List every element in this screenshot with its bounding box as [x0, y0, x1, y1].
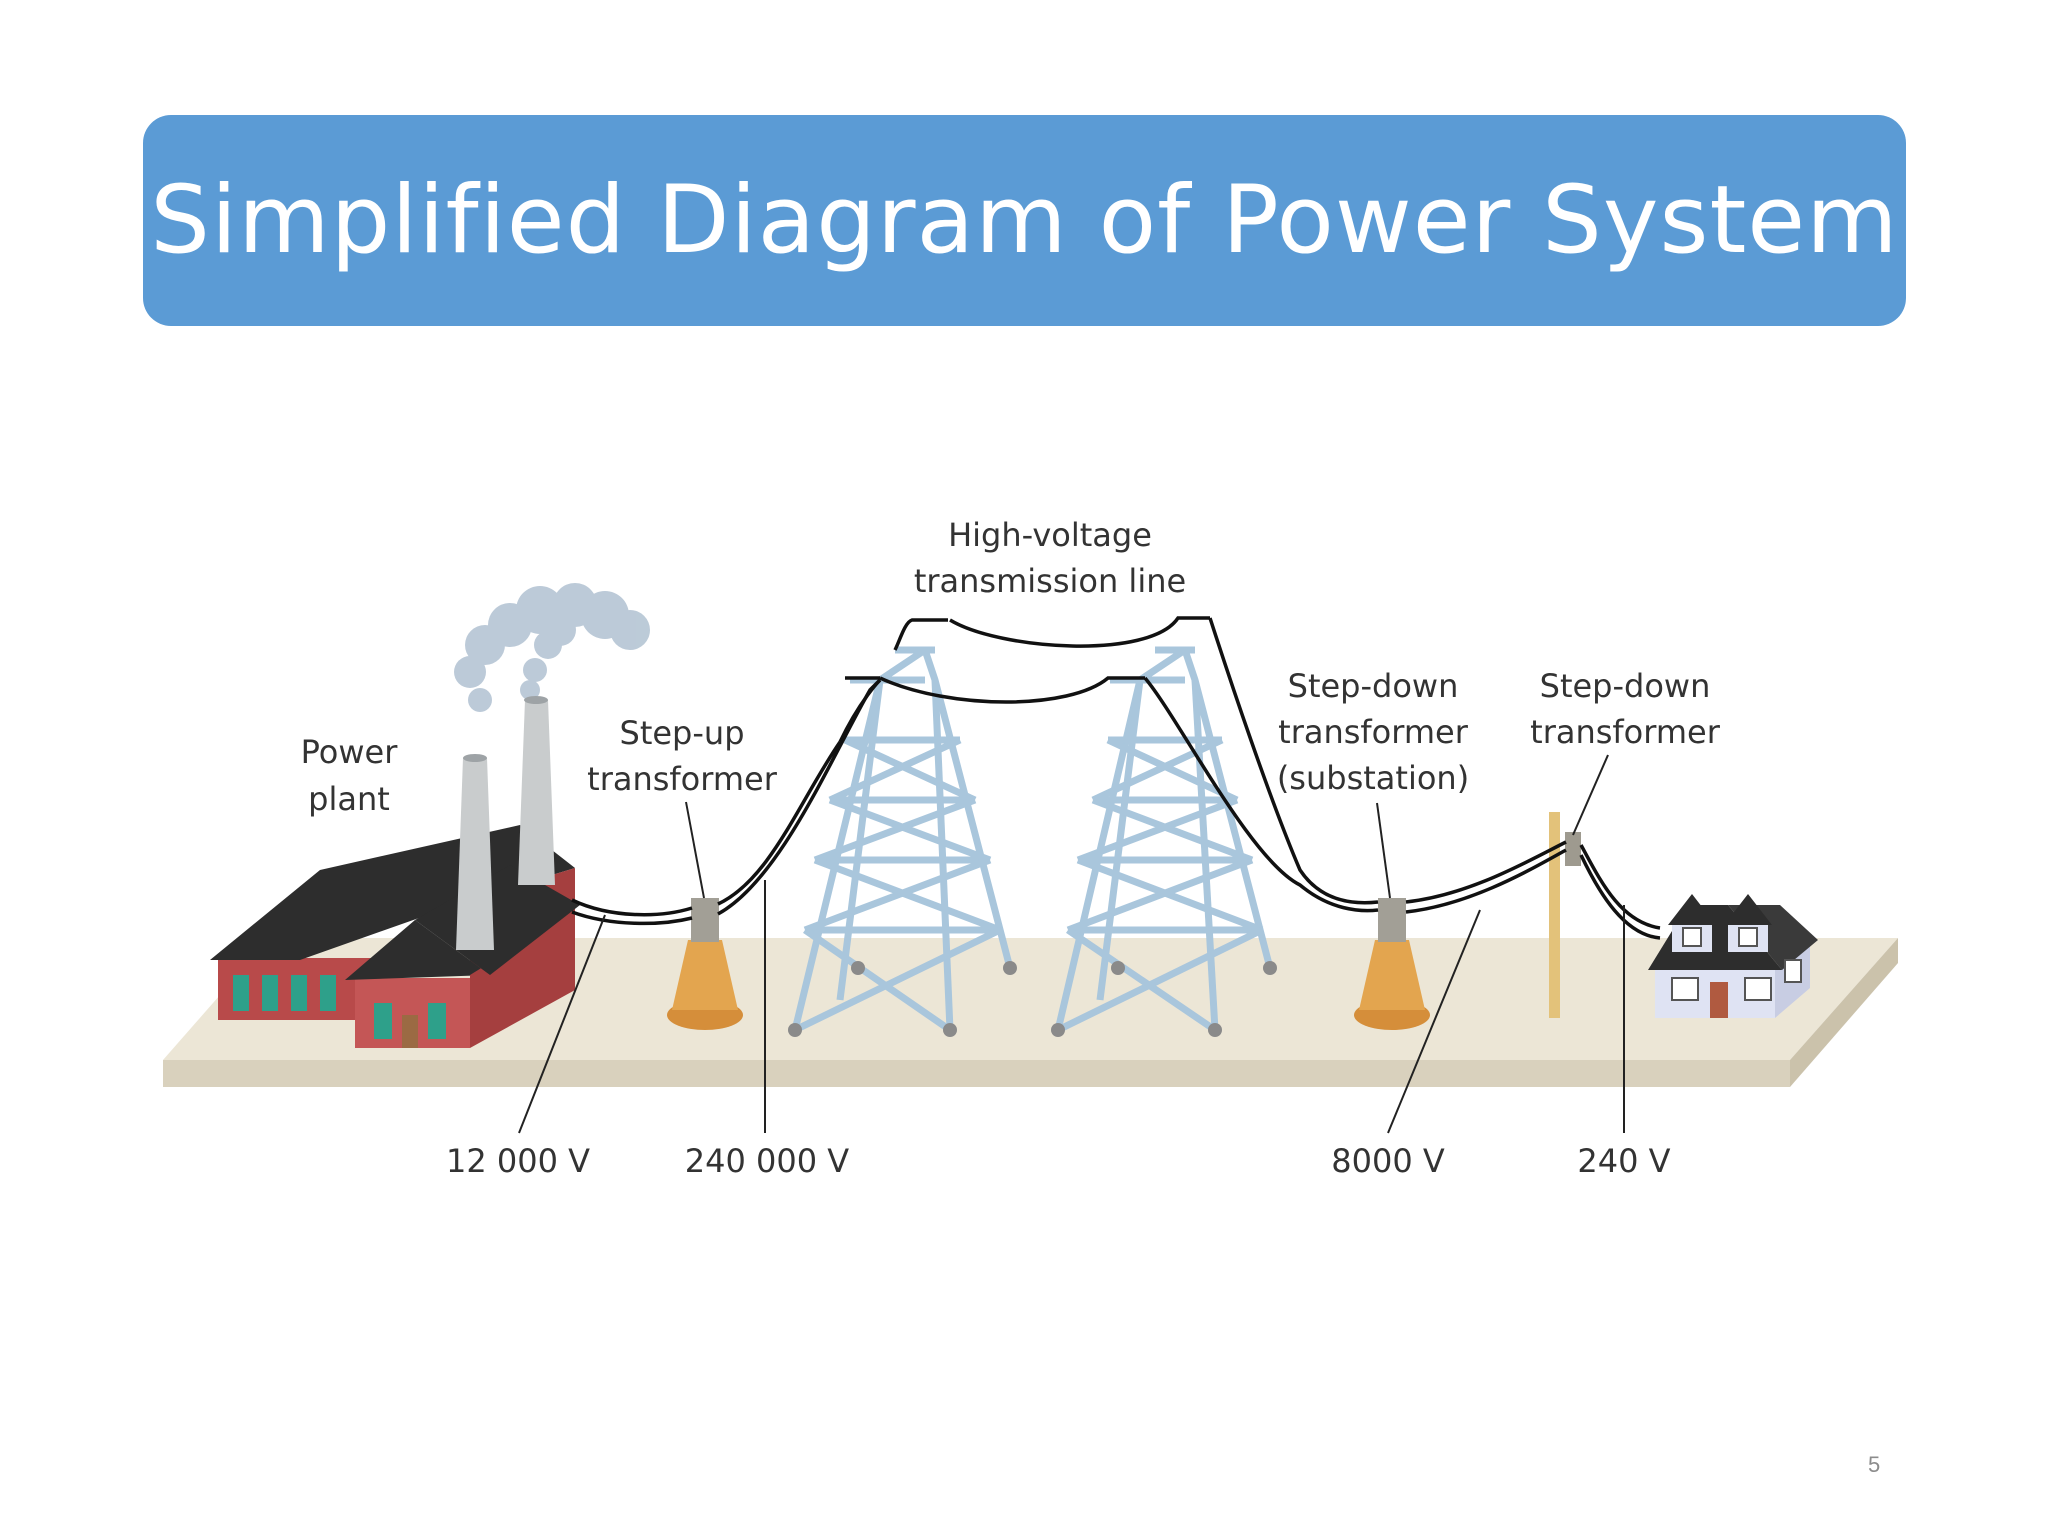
- label-transmission-2: transmission line: [914, 562, 1186, 600]
- voltage-transmission: 240 000 V: [685, 1142, 850, 1180]
- leader-lines: [518, 754, 1625, 1134]
- voltage-plant-output: 12 000 V: [446, 1142, 590, 1180]
- step-up-transformer: [667, 898, 743, 1030]
- house: [1648, 894, 1818, 1018]
- label-power-plant-2: plant: [308, 780, 390, 818]
- smokestack-1: [456, 754, 494, 950]
- title-banner: Simplified Diagram of Power System: [143, 115, 1906, 326]
- voltage-labels: 12 000 V 240 000 V 8000 V 240 V: [446, 1142, 1671, 1180]
- smoke-cloud: [454, 583, 650, 712]
- label-step-down-1: Step-down: [1540, 667, 1711, 705]
- label-substation-1: Step-down: [1288, 667, 1459, 705]
- label-step-up-1: Step-up: [620, 714, 745, 752]
- label-step-up-2: transformer: [587, 760, 778, 798]
- label-step-down-2: transformer: [1530, 713, 1721, 751]
- tower-footings: [788, 961, 1277, 1037]
- smokestack-2: [518, 696, 555, 885]
- transmission-tower-left: [791, 646, 1014, 1034]
- label-power-plant-1: Power: [301, 733, 399, 771]
- ground-platform: [163, 938, 1898, 1087]
- label-substation-3: (substation): [1277, 759, 1469, 797]
- label-transmission-1: High-voltage: [948, 516, 1152, 554]
- substation-transformer: [1354, 898, 1430, 1030]
- power-lines: [571, 616, 1661, 940]
- component-labels: Power plant Step-up transformer High-vol…: [301, 516, 1721, 818]
- voltage-substation-output: 8000 V: [1331, 1142, 1445, 1180]
- voltage-household: 240 V: [1577, 1142, 1670, 1180]
- utility-pole: [1549, 812, 1581, 1018]
- transmission-tower-right: [1054, 646, 1274, 1034]
- page-number: 5: [1868, 1452, 1881, 1477]
- plant-windows: [233, 975, 336, 1011]
- label-substation-2: transformer: [1278, 713, 1469, 751]
- slide-title: Simplified Diagram of Power System: [150, 166, 1899, 275]
